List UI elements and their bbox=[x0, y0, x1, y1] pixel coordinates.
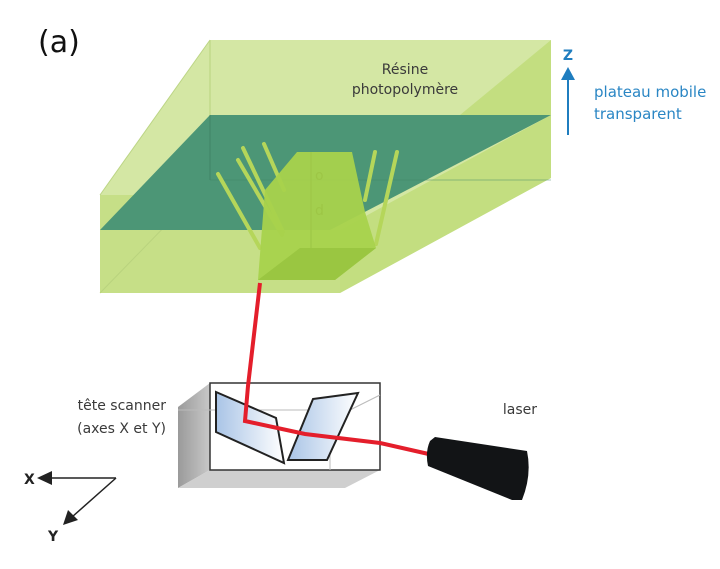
platform-label: plateau mobile bbox=[594, 83, 706, 101]
scanner-head bbox=[178, 382, 381, 488]
y-axis-arrow-icon bbox=[63, 510, 78, 525]
printed-object: o d bbox=[258, 152, 376, 280]
scanner-label-line2: (axes X et Y) bbox=[77, 421, 166, 437]
support-rod bbox=[374, 150, 399, 246]
mirror-x bbox=[215, 390, 286, 465]
platform-label-line2: transparent bbox=[594, 105, 682, 123]
vat-edge bbox=[99, 39, 211, 196]
object-glyph: o bbox=[315, 168, 324, 184]
resin-label: Résine bbox=[382, 62, 428, 78]
scanner-label: tête scanner bbox=[78, 398, 167, 414]
z-axis-label: Z bbox=[563, 48, 573, 64]
resin-top-wedge bbox=[460, 40, 551, 115]
object-base bbox=[258, 248, 376, 280]
z-axis-arrow-icon bbox=[561, 67, 575, 80]
laser-label: laser bbox=[503, 402, 537, 418]
resin-side-face bbox=[340, 40, 551, 293]
scanner-side-face bbox=[178, 383, 210, 488]
support-rod bbox=[363, 150, 377, 202]
panel-label: (a) bbox=[38, 25, 80, 60]
mirror-y bbox=[286, 391, 360, 461]
y-axis-line bbox=[71, 477, 117, 518]
object-glyph: d bbox=[315, 203, 324, 219]
laser-source bbox=[426, 437, 529, 500]
laser-body bbox=[426, 437, 529, 500]
x-axis-label: X bbox=[24, 472, 35, 488]
scanner-bottom-face bbox=[178, 470, 380, 488]
xy-axes: X Y bbox=[24, 471, 117, 545]
scanner-edge bbox=[349, 394, 381, 411]
support-rod bbox=[216, 172, 262, 250]
resin-label-line2: photopolymère bbox=[352, 82, 458, 98]
y-axis-label: Y bbox=[47, 529, 59, 545]
x-axis-arrow-icon bbox=[37, 471, 52, 485]
laser-beam bbox=[242, 282, 434, 457]
